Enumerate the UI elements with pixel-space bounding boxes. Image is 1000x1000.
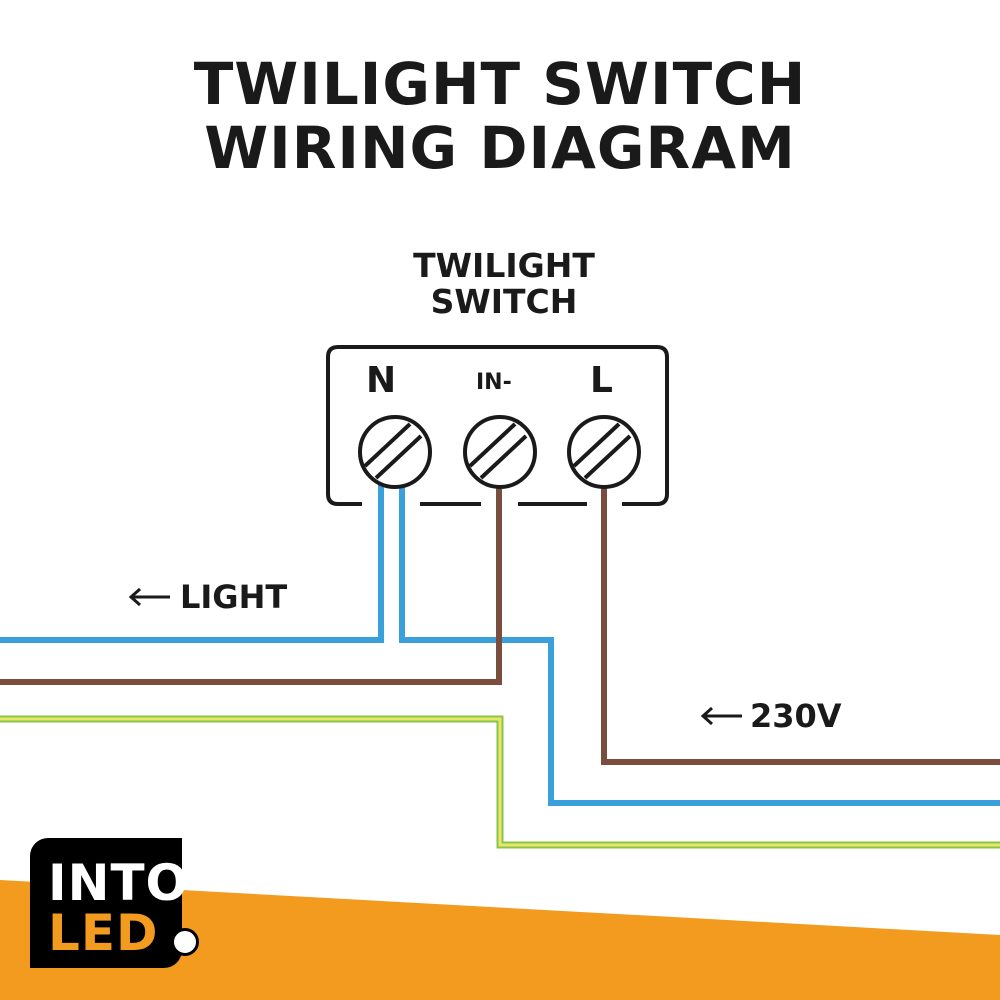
switch-label-line2: SWITCH: [430, 282, 578, 321]
terminal-screw-l: [567, 415, 641, 489]
arrow-left-icon: [700, 706, 742, 726]
light-label: LIGHT: [180, 578, 288, 616]
page-title-line1: TWILIGHT SWITCH: [193, 50, 807, 118]
terminal-label-l: L: [590, 360, 613, 401]
switch-label-line1: TWILIGHT: [413, 246, 595, 285]
wire-earth-stripe: [0, 717, 1000, 847]
terminal-label-in: IN-: [476, 370, 512, 395]
brand-logo: INTO LED: [30, 838, 188, 968]
logo-dot: [171, 928, 199, 956]
orange-band: [0, 880, 1000, 1000]
logo-line2: LED: [48, 904, 159, 962]
wire-live-supply: [601, 485, 1000, 765]
terminal-label-n: N: [366, 360, 397, 401]
terminal-screw-n: [358, 415, 432, 489]
supply-label: 230V: [750, 697, 842, 735]
wire-switched-live: [0, 485, 502, 685]
wire-neutral-supply: [399, 485, 1000, 806]
terminal-screw-in: [463, 415, 537, 489]
logo-line1: INTO: [48, 854, 190, 912]
arrow-left-icon: [128, 587, 170, 607]
switch-housing: [326, 345, 669, 506]
page-title-line2: WIRING DIAGRAM: [204, 114, 796, 182]
wire-neutral-light: [0, 485, 384, 643]
